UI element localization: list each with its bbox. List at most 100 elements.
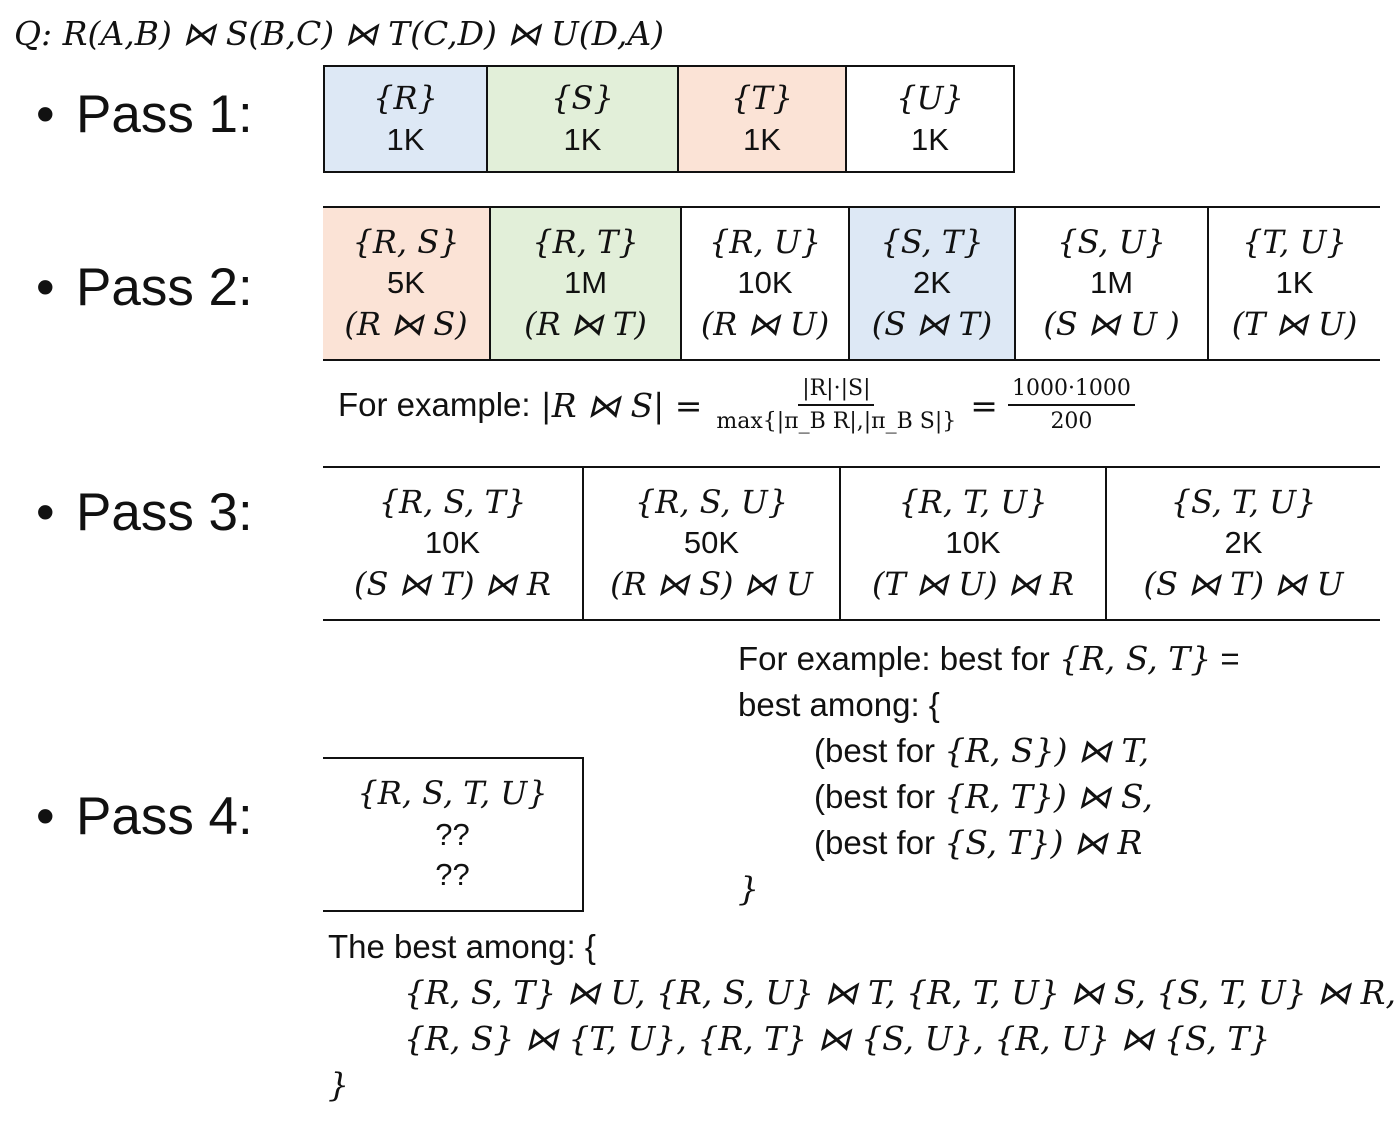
size-estimate: 2K (1224, 525, 1263, 561)
table-bottom-border (323, 910, 584, 912)
relation-set: {R, T} (532, 222, 639, 261)
fraction-denominator: 200 (1050, 409, 1093, 434)
example-item: (best for {S, T}) ⋈ R (814, 823, 1143, 862)
cell-divider (489, 206, 491, 361)
size-estimate: 10K (737, 265, 793, 301)
join-plan: (S ⋈ T) (871, 304, 993, 343)
relation-set: {R, S} (352, 222, 460, 261)
join-plan: (T ⋈ U) ⋈ R (871, 564, 1075, 603)
cell-divider (1207, 206, 1209, 361)
cell-divider (1105, 466, 1107, 621)
pass-1-cell-s: {S} 1K (486, 65, 679, 173)
best-among-close-brace: } (328, 1065, 349, 1104)
bullet: • (36, 483, 55, 542)
example-lhs: |R ⋈ S| = (540, 385, 703, 425)
join-plan: (S ⋈ T) ⋈ R (353, 564, 551, 603)
pass-2-cell-su: {S, U} 1M (S ⋈ U ) (1016, 208, 1207, 359)
example-prefix: For example: (338, 386, 531, 423)
pass-2-table: {R, S} 5K (R ⋈ S) {R, T} 1M (R ⋈ T) {R, … (323, 206, 1380, 361)
equals-sign: = (970, 385, 998, 425)
bullet: • (36, 258, 55, 317)
best-plan-example: For example: best for {R, S, T} = best a… (738, 636, 1240, 912)
relation-set: {T} (730, 79, 794, 118)
join-plan: (S ⋈ T) ⋈ U (1143, 564, 1344, 603)
pass-4-cell-rstu: {R, S, T, U} ?? ?? (323, 759, 582, 910)
table-top-border (323, 757, 584, 759)
best-among-line-2: {R, S, T} ⋈ U, {R, S, U} ⋈ T, {R, T, U} … (404, 973, 1396, 1012)
relation-set: {R, S, T, U} (357, 774, 548, 813)
join-plan: (T ⋈ U) (1231, 304, 1358, 343)
pass-4-label: •Pass 4: (36, 787, 253, 846)
fraction-numerator: |R|·|S| (798, 376, 875, 406)
cardinality-example: For example: |R ⋈ S| = |R|·|S| max{|π_B … (338, 376, 1145, 434)
fraction-formula: |R|·|S| max{|π_B R|,|π_B S|} (712, 376, 960, 434)
fraction-numerator: 1000·1000 (1007, 376, 1135, 406)
pass-1-cell-r: {R} 1K (323, 65, 488, 173)
bullet: • (36, 85, 55, 144)
pass-3-label: •Pass 3: (36, 483, 253, 542)
cell-divider (582, 757, 584, 912)
join-plan: (R ⋈ T) (524, 304, 647, 343)
pass-2-cell-tu: {T, U} 1K (T ⋈ U) (1209, 208, 1380, 359)
example-item: (best for {R, S}) ⋈ T, (814, 731, 1150, 770)
pass-2-cell-rt: {R, T} 1M (R ⋈ T) (491, 208, 680, 359)
pass-1-label: •Pass 1: (36, 85, 253, 144)
join-plan: (R ⋈ S) ⋈ U (610, 564, 813, 603)
pass-3-cell-stu: {S, T, U} 2K (S ⋈ T) ⋈ U (1107, 468, 1380, 619)
size-estimate: 10K (424, 525, 481, 561)
cell-divider (848, 206, 850, 361)
join-plan: (S ⋈ U ) (1043, 304, 1180, 343)
join-plan: (R ⋈ U) (700, 304, 830, 343)
cell-divider (680, 206, 682, 361)
relation-set: {R} (373, 79, 438, 118)
fraction-denominator: max{|π_B R|,|π_B S|} (716, 409, 957, 434)
size-estimate: 1M (563, 265, 608, 301)
relation-set: {R, U} (708, 222, 822, 261)
query-expression: Q: R(A,B) ⋈ S(B,C) ⋈ T(C,D) ⋈ U(D,A) (14, 14, 665, 53)
pass-3-cell-rtu: {R, T, U} 10K (T ⋈ U) ⋈ R (841, 468, 1105, 619)
cell-divider (1014, 206, 1016, 361)
size-estimate: 2K (913, 265, 951, 301)
relation-set: {R, T, U} (898, 482, 1048, 521)
relation-set: {R, S, U} (634, 482, 789, 521)
example-line-2: best among: { (738, 686, 940, 723)
relation-set: {U} (896, 79, 964, 118)
cell-divider (839, 466, 841, 621)
size-estimate: 1K (1275, 265, 1314, 301)
relation-set: {S} (551, 79, 614, 118)
relation-set: {T, U} (1242, 222, 1347, 261)
pass-3-cell-rst: {R, S, T} 10K (S ⋈ T) ⋈ R (323, 468, 582, 619)
join-plan: ?? (435, 857, 470, 893)
size-estimate: 1M (1089, 265, 1134, 301)
pass-2-cell-ru: {R, U} 10K (R ⋈ U) (682, 208, 848, 359)
size-estimate: 1K (743, 121, 781, 157)
size-estimate: 10K (945, 525, 1001, 561)
size-estimate: 1K (386, 121, 425, 157)
bullet: • (36, 787, 55, 846)
example-line-1: For example: best for {R, S, T} = (738, 639, 1240, 678)
example-item: (best for {R, T}) ⋈ S, (814, 777, 1153, 816)
pass-2-label: •Pass 2: (36, 258, 253, 317)
best-among-block: The best among: { {R, S, T} ⋈ U, {R, S, … (328, 924, 1396, 1108)
size-estimate: 1K (911, 121, 949, 157)
pass-2-cell-st: {S, T} 2K (S ⋈ T) (850, 208, 1014, 359)
table-top-border (323, 206, 1380, 208)
table-top-border (323, 466, 1380, 468)
pass-2-cell-rs: {R, S} 5K (R ⋈ S) (323, 208, 489, 359)
pass-3-cell-rsu: {R, S, U} 50K (R ⋈ S) ⋈ U (584, 468, 839, 619)
size-estimate: 5K (387, 265, 425, 301)
relation-set: {S, T} (880, 222, 984, 261)
example-close-brace: } (738, 869, 759, 908)
cell-divider (582, 466, 584, 621)
pass-3-table: {R, S, T} 10K (S ⋈ T) ⋈ R {R, S, U} 50K … (323, 466, 1380, 621)
relation-set: {S, T, U} (1170, 482, 1317, 521)
pass-1-table: {R} 1K {S} 1K {T} 1K {U} 1K (323, 65, 1015, 173)
table-bottom-border (323, 619, 1380, 621)
size-estimate: ?? (435, 817, 470, 852)
best-among-line-1: The best among: { (328, 928, 596, 965)
relation-set: {S, U} (1057, 222, 1166, 261)
pass-1-cell-t: {T} 1K (677, 65, 847, 173)
table-bottom-border (323, 359, 1380, 361)
join-plan: (R ⋈ S) (344, 304, 468, 343)
size-estimate: 1K (563, 121, 602, 157)
